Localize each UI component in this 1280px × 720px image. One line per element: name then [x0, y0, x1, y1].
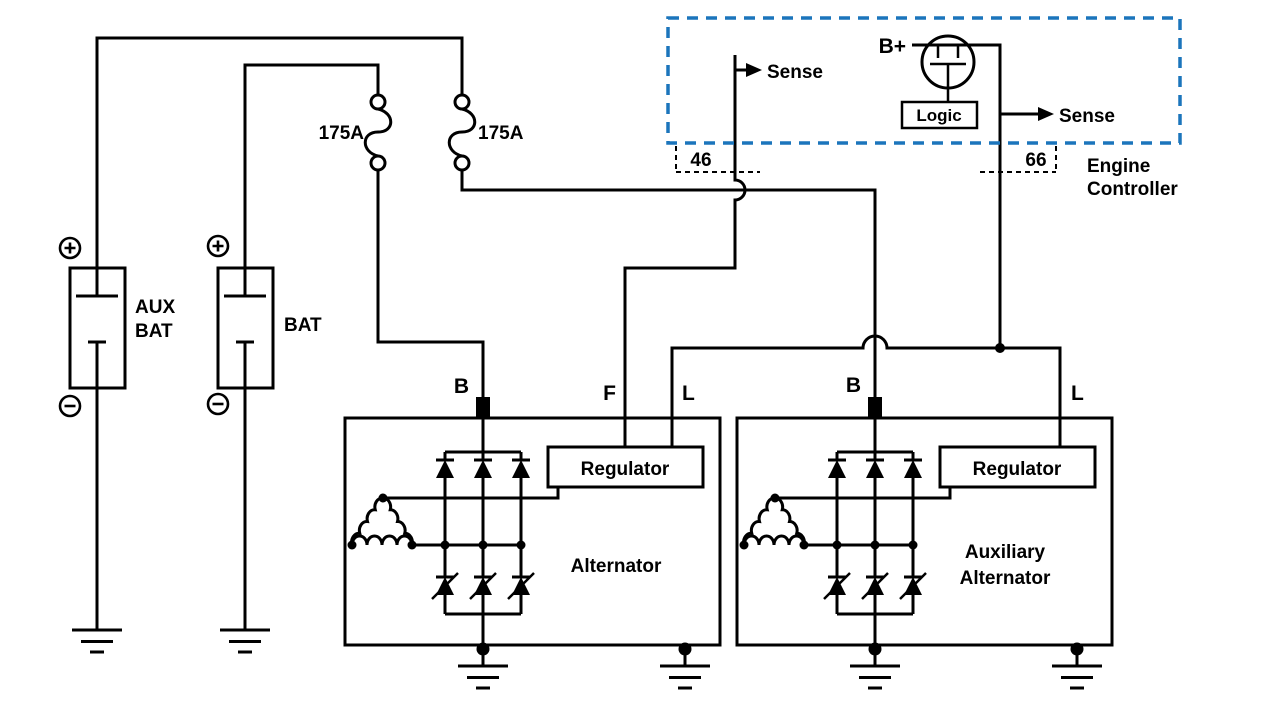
- sense-right-label: Sense: [1059, 106, 1115, 127]
- positive-terminal-icon: [206, 234, 230, 258]
- regulator-box: [938, 445, 1097, 489]
- wire-fuse-to-aux-b: [460, 170, 877, 397]
- regulator-label: Regulator: [581, 459, 670, 480]
- stator-sense-wire: [383, 487, 560, 500]
- rectifier-icon: [432, 418, 534, 649]
- engine-controller: Sense B+ Logic Sense 46 66 Engine Contro…: [666, 16, 1182, 200]
- battery-icon: [68, 266, 127, 390]
- alternator-title-line1: Auxiliary: [965, 542, 1046, 563]
- ground-icon: [1050, 647, 1104, 690]
- sense-right-arrow-icon: [1038, 107, 1054, 121]
- terminal-b-label: B: [454, 375, 469, 398]
- regulator-box: [546, 445, 705, 489]
- aux-battery-label-line2: BAT: [135, 321, 173, 342]
- ground-icon: [456, 647, 510, 690]
- stator-sense-wire: [775, 487, 952, 500]
- alternator-main: Regulator Alternator B F L: [343, 375, 722, 690]
- sense-left-label: Sense: [767, 62, 823, 83]
- logic-box: [900, 100, 979, 130]
- fuse-left-rating: 175A: [319, 123, 365, 144]
- terminal-b-label: B: [846, 374, 861, 397]
- main-battery: BAT: [206, 234, 322, 654]
- stator-winding-icon: [738, 492, 810, 551]
- rectifier-icon: [824, 418, 926, 649]
- main-b-terminal-block: [476, 397, 490, 418]
- negative-terminal-icon: [206, 392, 230, 416]
- wire-pin66-output: [912, 43, 1002, 348]
- fusible-link-icon: [447, 93, 477, 172]
- negative-terminal-icon: [58, 394, 82, 418]
- aux-battery-label-line1: AUX: [135, 297, 175, 318]
- aux-battery: AUX BAT: [58, 236, 175, 654]
- mosfet-icon: [920, 34, 976, 102]
- junction-dot: [995, 343, 1005, 353]
- wire-lamp-line: [670, 334, 1062, 447]
- controller-title-line2: Controller: [1087, 179, 1178, 200]
- controller-outline: [666, 16, 1182, 145]
- wiring: [95, 36, 1062, 630]
- main-battery-label: BAT: [284, 315, 322, 336]
- controller-title-line1: Engine: [1087, 156, 1150, 177]
- battery-icon: [216, 266, 275, 390]
- regulator-label: Regulator: [973, 459, 1062, 480]
- fusible-link-icon: [363, 93, 393, 172]
- wire-pin46-to-field: [623, 55, 747, 447]
- fuse-right-rating: 175A: [478, 123, 524, 144]
- alternator-outline: [343, 416, 722, 647]
- alternator-outline: [735, 416, 1114, 647]
- pin46-label: 46: [690, 150, 711, 171]
- stator-winding-icon: [346, 492, 418, 551]
- fuse-left: 175A: [319, 93, 393, 172]
- ground-icon: [658, 647, 712, 690]
- wire-bat-to-fuse: [243, 63, 380, 270]
- terminal-f-label: F: [603, 382, 616, 405]
- terminal-l-label: L: [1071, 382, 1084, 405]
- wire-fuse-to-main-b: [376, 170, 485, 397]
- sense-left-arrow-icon: [746, 63, 762, 77]
- terminal-l-label: L: [682, 382, 695, 405]
- ground-icon: [848, 647, 902, 690]
- aux-b-terminal-block: [868, 397, 882, 418]
- alternator-aux: Regulator Auxiliary Alternator B L: [735, 374, 1114, 690]
- alternator-title: Alternator: [571, 556, 662, 577]
- wire-auxbat-to-fuse: [95, 36, 464, 270]
- fuse-right: 175A: [447, 93, 524, 172]
- alternator-title-line2: Alternator: [960, 568, 1051, 589]
- b-plus-label: B+: [879, 35, 906, 58]
- positive-terminal-icon: [58, 236, 82, 260]
- pin46-connector-bracket: [675, 146, 760, 173]
- logic-label: Logic: [916, 106, 961, 125]
- pin66-label: 66: [1025, 150, 1046, 171]
- pin66-connector-bracket: [980, 146, 1057, 173]
